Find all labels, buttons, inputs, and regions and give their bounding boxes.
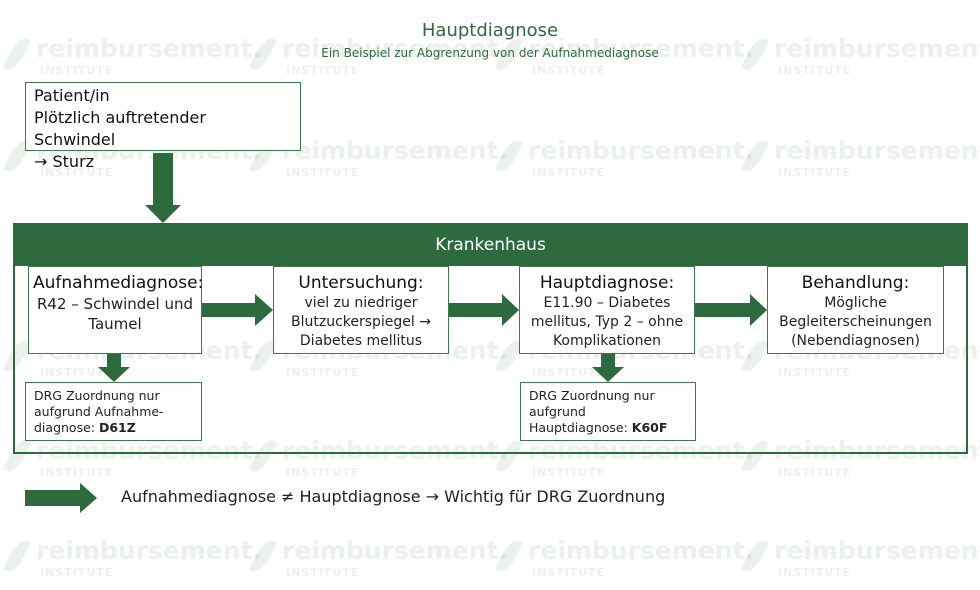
drg-admission-box: DRG Zuordnung nur aufgrund Aufnahme-diag… [25,382,202,441]
patient-consequence: → Sturz [34,152,95,171]
drg-main-box: DRG Zuordnung nur aufgrund Hauptdiagnose… [520,382,696,441]
hospital-label: Krankenhaus [435,234,546,255]
arrow-main-diagnosis-to-drg [592,354,624,382]
step-body: Mögliche Begleiterscheinungen (Nebendiag… [779,295,932,349]
patient-box: Patient/in Plötzlich auftretender Schwin… [25,82,301,171]
step-admission-diagnosis: Aufnahmediagnose: R42 – Schwindel und Ta… [28,266,204,354]
step-head: Behandlung: [801,273,910,293]
legend-text: Aufnahmediagnose ≠ Hauptdiagnose → Wicht… [121,487,666,506]
diagram-title: Hauptdiagnose [421,20,559,41]
patient-title: Patient/in [34,86,110,105]
drg-admission-code: D61Z [98,420,136,435]
diagram-subtitle: Ein Beispiel zur Abgrenzung von der Aufn… [321,46,659,60]
arrow-admission-to-examination [202,294,273,326]
drg-admission-text: DRG Zuordnung nur aufgrund Aufnahme-diag… [34,388,164,435]
legend-arrow-icon [25,483,97,513]
hospital-header: Krankenhaus [13,223,968,266]
drg-main-code: K60F [631,420,668,435]
step-treatment: Behandlung: Mögliche Begleiterscheinunge… [767,266,944,354]
step-body: E11.90 – Diabetes mellitus, Typ 2 – ohne… [530,295,684,349]
step-examination: Untersuchung: viel zu niedriger Blutzuck… [273,266,449,354]
arrow-main-diagnosis-to-treatment [695,294,767,326]
step-body: viel zu niedriger Blutzuckerspiegel → Di… [290,295,431,349]
step-head: Hauptdiagnose: [539,273,675,293]
arrow-examination-to-main-diagnosis [449,294,519,326]
arrow-layer [25,153,767,513]
step-main-diagnosis: Hauptdiagnose: E11.90 – Diabetes mellitu… [519,266,695,354]
arrow-patient-to-hospital [145,153,181,223]
step-head: Untersuchung: [298,273,424,293]
drg-main-text: DRG Zuordnung nur aufgrund Hauptdiagnose… [529,388,655,435]
patient-symptom: Plötzlich auftretender Schwindel [34,108,206,149]
step-body: R42 – Schwindel und Taumel [37,295,193,333]
step-head: Aufnahmediagnose: [33,273,204,293]
arrow-admission-to-drg [98,354,130,382]
